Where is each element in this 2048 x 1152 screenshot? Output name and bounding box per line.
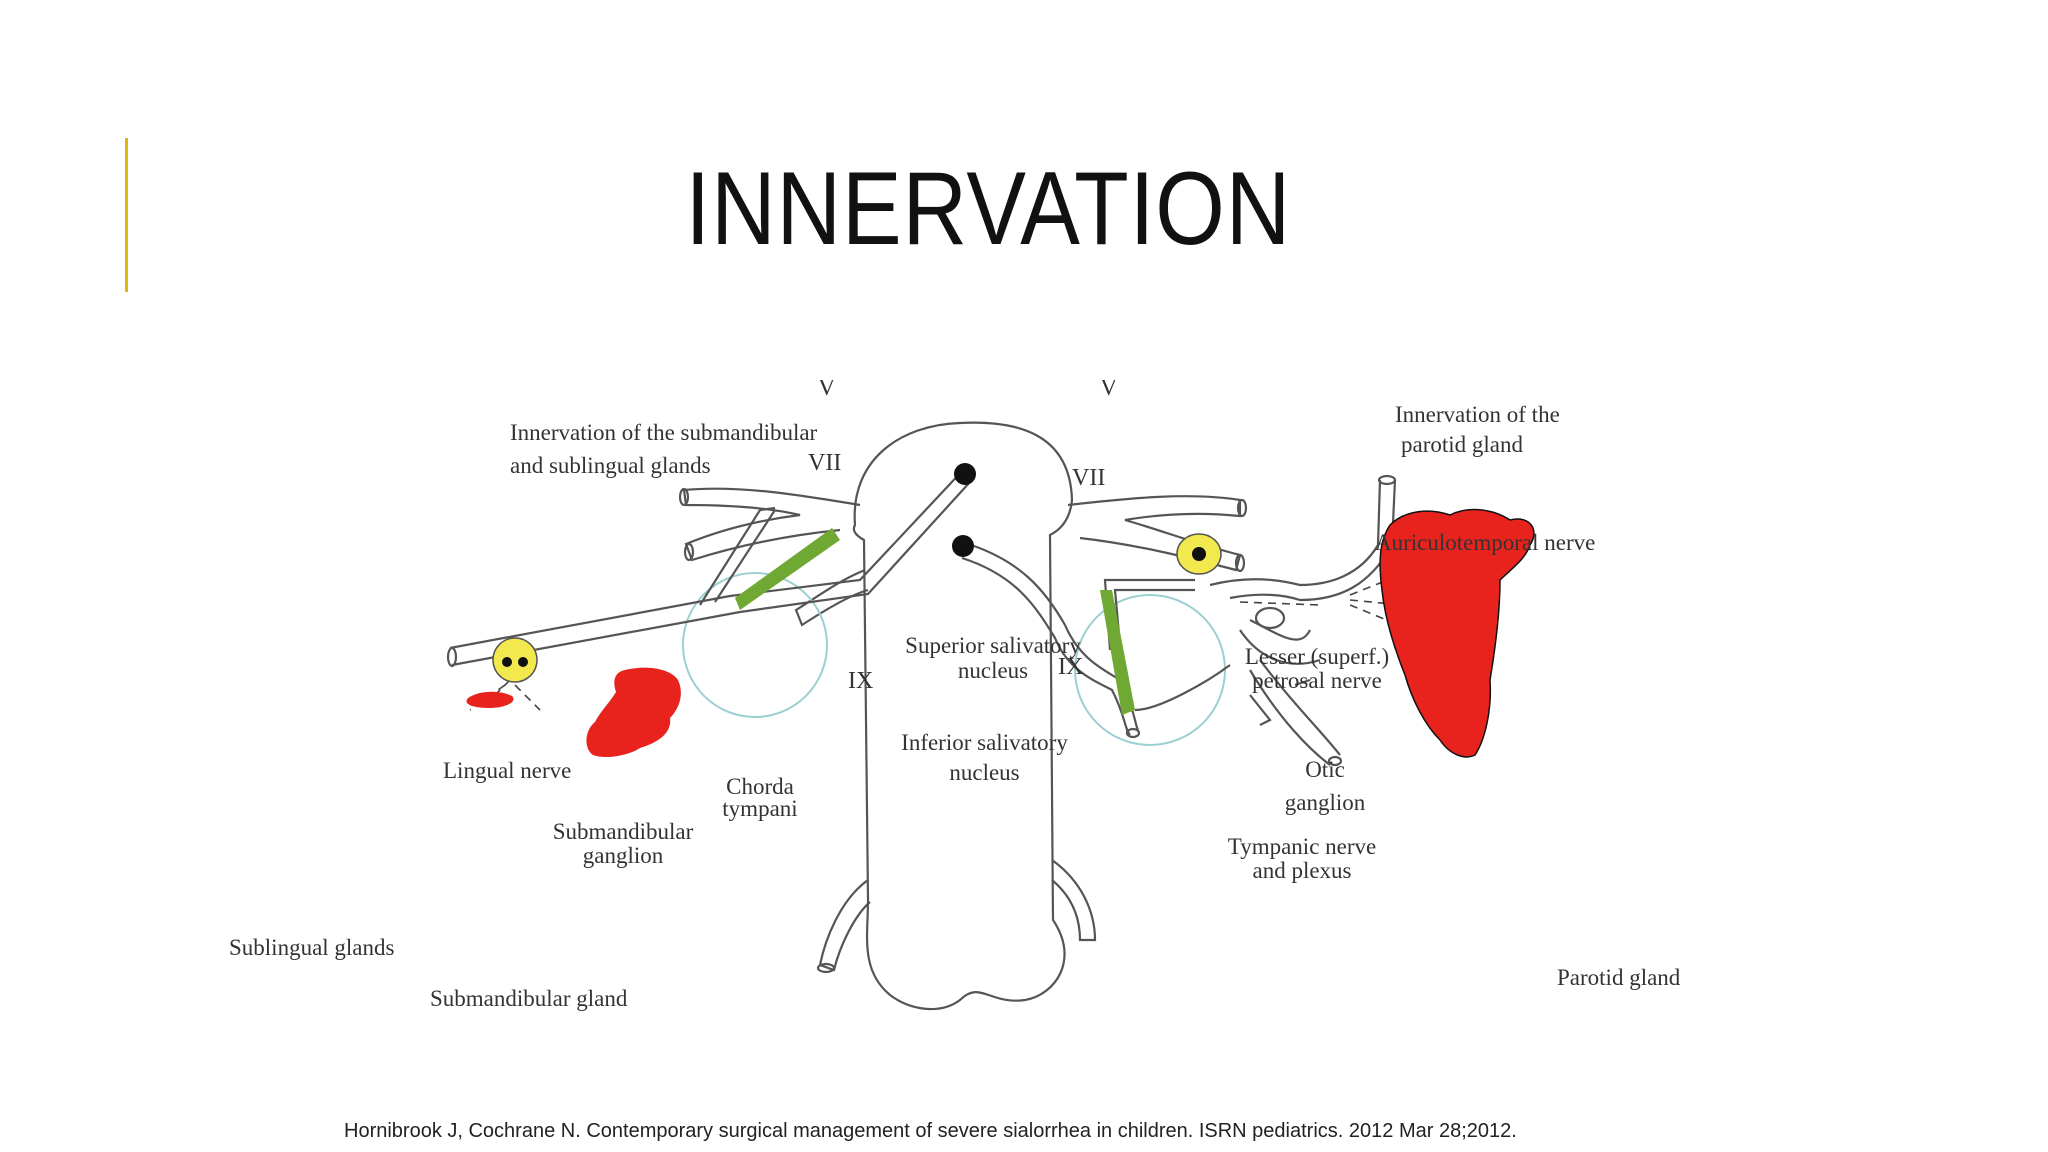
sublingual-glands-label: Sublingual glands bbox=[229, 935, 395, 960]
submandibular-ganglion-line1: Submandibular bbox=[552, 819, 694, 844]
parotid-gland bbox=[1379, 508, 1535, 758]
nerve-v-right: V bbox=[1100, 380, 1118, 401]
nerve-vii-right: VII bbox=[1072, 465, 1105, 491]
submandibular-ganglion-line2: ganglion bbox=[582, 843, 664, 868]
inferior-nucleus-line1: Inferior salivatory bbox=[901, 730, 1068, 755]
otic-line1: Otic bbox=[1305, 757, 1345, 782]
chorda-line2: tympani bbox=[722, 796, 798, 821]
lingual-nerve bbox=[446, 467, 971, 668]
nerve-v-left: V bbox=[818, 380, 836, 401]
slide-title: INNERVATION bbox=[685, 151, 1292, 267]
citation: Hornibrook J, Cochrane N. Contemporary s… bbox=[344, 1120, 1517, 1142]
right-heading: Innervation of the parotid gland bbox=[1395, 400, 1560, 460]
submandibular-gland bbox=[586, 667, 681, 758]
left-heading: Innervation of the submandibular and sub… bbox=[510, 416, 817, 482]
auriculotemporal-nerve bbox=[1209, 474, 1397, 767]
chorda-line1: Chorda bbox=[726, 774, 794, 799]
inferior-salivatory-nucleus-label: Inferior salivatory nucleus bbox=[887, 728, 1082, 788]
tympanic-nerve-label: Tympanic nerve and plexus bbox=[1222, 835, 1382, 883]
submandibular-ganglion bbox=[492, 637, 538, 683]
submandibular-gland-label: Submandibular gland bbox=[430, 986, 628, 1011]
chorda-region-circle bbox=[682, 572, 828, 718]
left-heading-line1-text: Innervation of the submandibular bbox=[510, 420, 818, 445]
nerve-ix-left: IX bbox=[848, 668, 873, 694]
chorda-tympani-highlight bbox=[735, 528, 840, 610]
chorda-tympani-label: Chorda tympani bbox=[715, 774, 805, 821]
otic-line2: ganglion bbox=[1284, 790, 1366, 815]
innervation-diagram: V V VII VII IX IX bbox=[446, 380, 1535, 1011]
left-heading-line2-text: and sublingual glands bbox=[510, 453, 711, 478]
right-heading-line2-text: parotid gland bbox=[1401, 432, 1523, 457]
nerve-ix-right: IX bbox=[1058, 654, 1083, 680]
tympanic-line2: and plexus bbox=[1252, 858, 1352, 883]
parotid-gland-label: Parotid gland bbox=[1557, 965, 1681, 990]
auriculotemporal-nerve-label: Auriculotemporal nerve bbox=[1375, 530, 1596, 555]
lesser-petrosal-line1: Lesser (superf.) bbox=[1244, 644, 1390, 669]
superior-salivatory-nucleus-dot bbox=[954, 463, 976, 485]
inferior-salivatory-nucleus-dot bbox=[952, 535, 974, 557]
submandibular-ganglion-label: Submandibular ganglion bbox=[538, 820, 708, 868]
nerve-vii-left: VII bbox=[808, 450, 841, 476]
otic-ganglion bbox=[1176, 533, 1222, 575]
inferior-nucleus-line2: nucleus bbox=[949, 760, 1020, 785]
superior-salivatory-nucleus-label: Superior salivatory nucleus bbox=[893, 633, 1093, 683]
superior-nucleus-line2: nucleus bbox=[957, 658, 1029, 683]
accent-bar bbox=[125, 138, 128, 292]
superior-nucleus-line1: Superior salivatory bbox=[905, 633, 1081, 658]
sublingual-gland bbox=[466, 691, 514, 708]
tympanic-line1: Tympanic nerve bbox=[1227, 834, 1377, 859]
lesser-petrosal-nerve-label: Lesser (superf.) petrosal nerve bbox=[1232, 645, 1402, 693]
otic-ganglion-label: Otic ganglion bbox=[1270, 753, 1380, 819]
lesser-petrosal-line2: petrosal nerve bbox=[1252, 668, 1382, 693]
right-heading-line1-text: Innervation of the bbox=[1395, 402, 1560, 427]
lingual-nerve-label: Lingual nerve bbox=[443, 758, 572, 783]
tympanic-nerve-highlight bbox=[1100, 590, 1135, 715]
